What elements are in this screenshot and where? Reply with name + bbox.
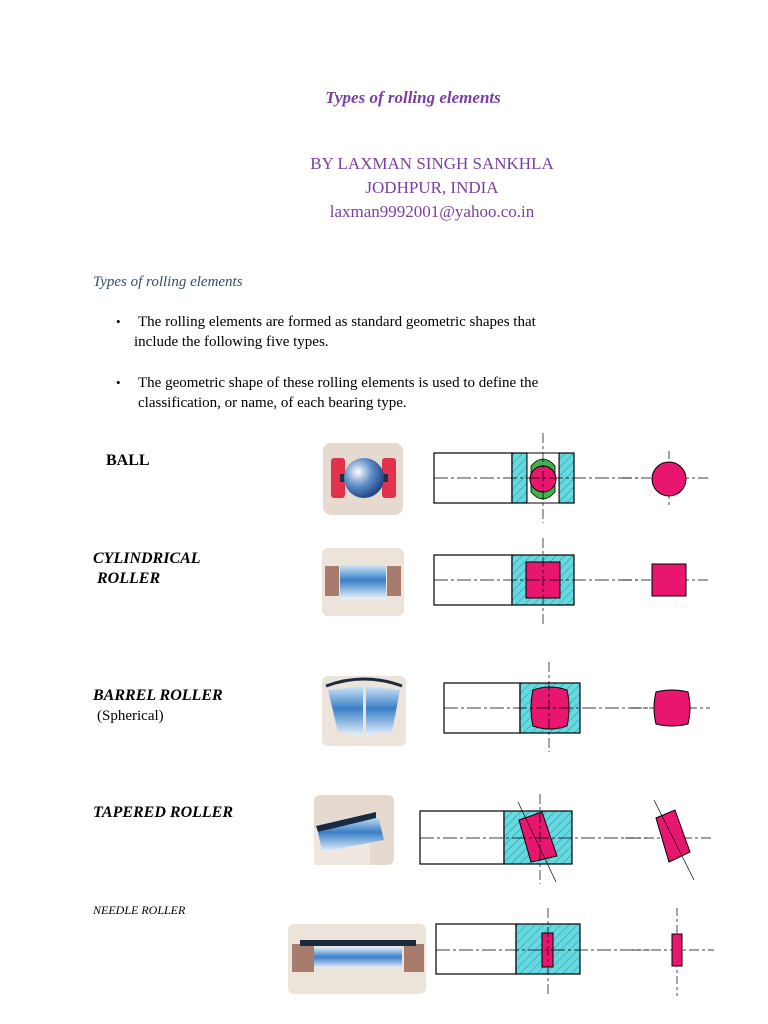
document-title: Types of rolling elements — [325, 88, 501, 107]
bullet-item: The geometric shape of these rolling ele… — [110, 373, 650, 413]
bullet-line: The rolling elements are formed as stand… — [138, 314, 536, 330]
barrel-element-shape — [630, 689, 710, 727]
ball-element-shape — [622, 451, 708, 505]
bullet-item: The rolling elements are formed as stand… — [110, 312, 650, 352]
label-barrel: BARREL ROLLER — [93, 687, 223, 704]
author-name: BY LAXMAN SINGH SANKHLA — [310, 154, 554, 173]
needle-photo — [288, 924, 426, 994]
barrel-section-diagram — [443, 662, 648, 752]
tapered-section-diagram — [419, 794, 650, 884]
label-cylindrical-line1: CYLINDRICAL — [93, 550, 201, 567]
bullet-line: include the following five types. — [134, 334, 329, 350]
section-heading: Types of rolling elements — [93, 274, 243, 290]
bullet-line: classification, or name, of each bearing… — [138, 395, 407, 411]
label-barrel-sub: (Spherical) — [97, 708, 164, 724]
needle-element-shape — [632, 908, 714, 996]
tapered-photo — [314, 795, 394, 865]
cylindrical-section-diagram — [433, 538, 640, 625]
label-needle: NEEDLE ROLLER — [93, 903, 186, 917]
needle-section-diagram — [435, 908, 650, 996]
label-ball: BALL — [106, 452, 150, 469]
ball-section-diagram — [433, 433, 640, 523]
label-tapered: TAPERED ROLLER — [93, 804, 234, 821]
tapered-element-shape — [625, 799, 712, 881]
label-cylindrical-line2: ROLLER — [97, 570, 161, 587]
cylindrical-element-shape — [622, 563, 708, 597]
barrel-photo — [322, 676, 406, 746]
bullet-line: The geometric shape of these rolling ele… — [138, 375, 539, 391]
cylindrical-photo — [322, 548, 404, 616]
author-email[interactable]: laxman9992001@yahoo.co.in — [329, 202, 535, 221]
ball-photo — [323, 443, 403, 515]
author-location: JODHPUR, INDIA — [365, 178, 499, 197]
bullet-list: The rolling elements are formed as stand… — [110, 312, 650, 434]
